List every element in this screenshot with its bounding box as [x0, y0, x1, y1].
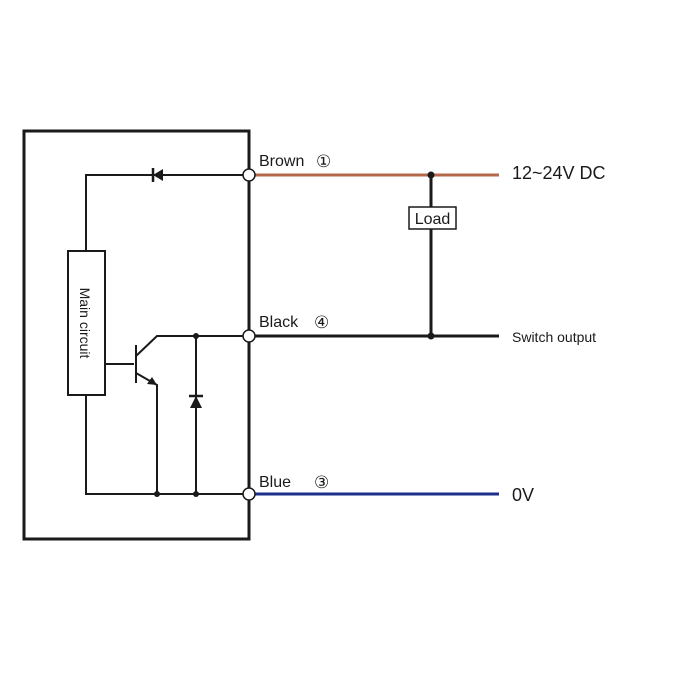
load-box: [408, 206, 457, 230]
internal-top-wiring: [85, 174, 243, 251]
brown-label: Brown: [259, 153, 304, 170]
transistor-icon: [147, 377, 157, 385]
terminal-brown: [242, 168, 256, 182]
supply-label: 12~24V DC: [512, 163, 606, 183]
black-pin-number: ④: [314, 313, 329, 333]
protection-diode-icon: [189, 394, 203, 408]
terminal-blue: [242, 487, 256, 501]
junction-dots: [154, 333, 199, 497]
main-circuit-label: Main circuit: [77, 288, 93, 359]
internal-lower-wiring: [85, 335, 243, 495]
terminal-black: [242, 329, 256, 343]
blue-pin-number: ③: [314, 473, 329, 493]
zero-volt-label: 0V: [512, 485, 534, 505]
main-circuit-block: Main circuit: [67, 250, 106, 396]
black-label: Black: [259, 314, 299, 331]
terminals: [242, 168, 256, 501]
top-diode-icon: [151, 168, 163, 182]
load-label: Load: [415, 211, 451, 228]
blue-label: Blue: [259, 474, 291, 491]
load-branch: Load: [408, 171, 457, 340]
brown-pin-number: ①: [316, 152, 331, 172]
switch-output-label: Switch output: [512, 329, 596, 345]
